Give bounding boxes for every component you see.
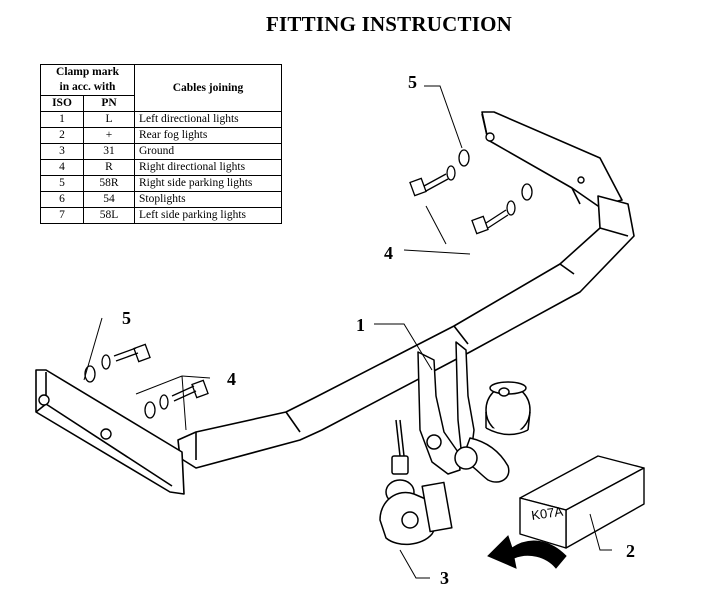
bolt-icon: [471, 215, 489, 235]
leader-line: [135, 375, 183, 395]
bracket-hole: [38, 394, 50, 406]
table-row: 6 54 Stoplights: [40, 191, 282, 208]
washer-icon: [101, 354, 111, 370]
pn-column-header: PN: [83, 95, 135, 112]
callout-part3: 3: [440, 568, 449, 588]
callout-part4-top: 4: [384, 243, 393, 263]
leader-line: [83, 317, 103, 381]
callout-part4-left: 4: [227, 369, 236, 389]
cables-joining-header: Cables joining: [134, 64, 282, 112]
direction-arrow-icon: [487, 535, 567, 569]
clamp-mark-header: Clamp mark in acc. with: [40, 64, 135, 96]
pn-cell: 58R: [83, 175, 135, 192]
callout-part2: 2: [626, 541, 635, 561]
mount-bolt-icon: [454, 446, 478, 470]
cable-joining-table: Clamp mark in acc. with Cables joining I…: [40, 64, 282, 224]
leader-line: [374, 323, 433, 371]
bracket-hole: [577, 176, 585, 184]
washer-icon: [159, 394, 169, 410]
washer-icon: [446, 165, 456, 181]
table-row: 4 R Right directional lights: [40, 159, 282, 176]
clamp-mark-header-line1: Clamp mark: [56, 66, 119, 78]
socket-bracket: [421, 481, 453, 533]
bracket-hole: [100, 428, 112, 440]
leader-line: [181, 375, 211, 379]
description-cell: Left side parking lights: [134, 207, 282, 224]
leader-line: [403, 249, 471, 255]
leader-line: [399, 549, 430, 579]
description-cell: Right side parking lights: [134, 175, 282, 192]
washer-icon: [458, 149, 470, 167]
washer-icon: [84, 365, 96, 383]
tow-ball-neck: [461, 437, 510, 483]
kit-box-label: K07A: [530, 504, 564, 523]
washer-icon: [521, 183, 533, 201]
leader-line: [424, 85, 463, 149]
table-row: 7 58L Left side parking lights: [40, 207, 282, 224]
leader-line: [425, 205, 447, 245]
leader-line: [589, 513, 612, 551]
right-mounting-bracket: [481, 111, 623, 207]
callout-part5-left: 5: [122, 308, 131, 328]
description-cell: Stoplights: [134, 191, 282, 208]
callout-part5-top: 5: [408, 72, 417, 92]
leader-line: [181, 375, 187, 431]
socket-bolt-icon: [391, 455, 409, 475]
washer-icon: [506, 200, 516, 216]
table-row: 5 58R Right side parking lights: [40, 175, 282, 192]
bolt-icon: [133, 343, 151, 363]
clamp-mark-header-line2: in acc. with: [59, 81, 116, 93]
description-cell: Right directional lights: [134, 159, 282, 176]
washer-icon: [144, 401, 156, 419]
bolt-icon: [191, 379, 209, 399]
bolt-icon: [409, 177, 427, 197]
bracket-hole: [485, 132, 495, 142]
page-title: FITTING INSTRUCTION: [266, 12, 512, 36]
mount-bolt-icon: [426, 434, 442, 450]
tow-ball-mount: [417, 351, 461, 475]
callout-part1: 1: [356, 315, 365, 335]
main-crossbar: [177, 195, 635, 469]
